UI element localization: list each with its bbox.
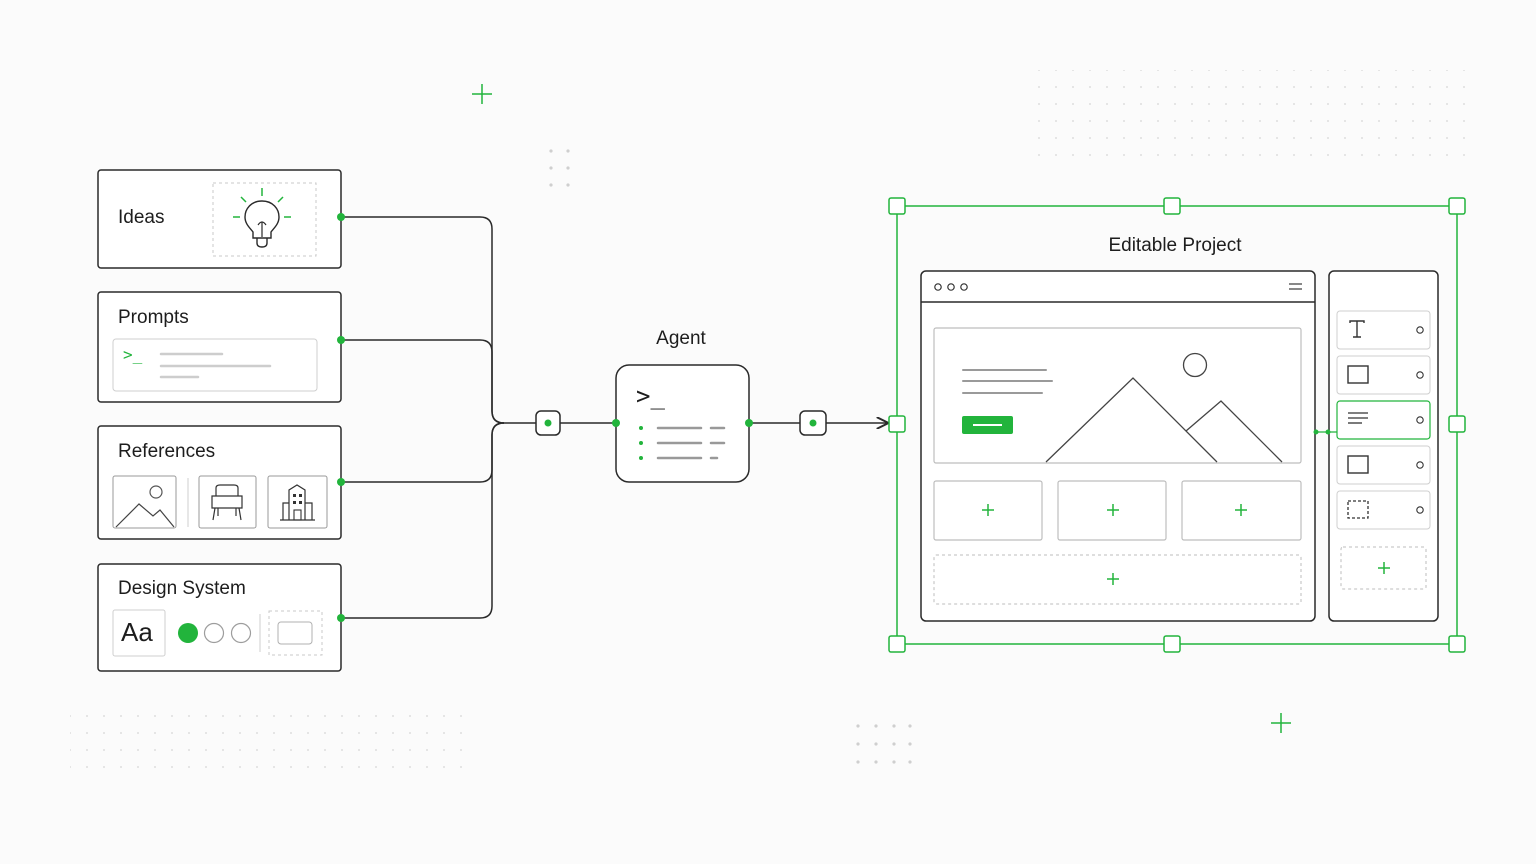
window-controls[interactable] bbox=[934, 283, 968, 291]
input-connectors bbox=[341, 216, 887, 619]
component-swatch bbox=[277, 621, 313, 645]
color-swatch-empty bbox=[230, 622, 252, 644]
tool-toggle[interactable] bbox=[1416, 461, 1424, 469]
tool-toggle[interactable] bbox=[1416, 506, 1424, 514]
color-swatch-accent bbox=[178, 623, 198, 643]
add-block-icon[interactable] bbox=[982, 504, 994, 516]
add-block-icon[interactable] bbox=[1235, 504, 1247, 516]
dot-grid-small-top bbox=[549, 149, 570, 187]
typography-swatch bbox=[112, 609, 166, 657]
building-icon bbox=[267, 475, 328, 529]
landscape-image-icon bbox=[112, 475, 177, 529]
design-system-label: Design System bbox=[118, 578, 246, 599]
tool-item-rectangle[interactable] bbox=[1336, 445, 1431, 485]
dot-grid-small-bottom bbox=[856, 724, 912, 764]
prompts-label: Prompts bbox=[118, 307, 189, 328]
tool-item-paragraph[interactable] bbox=[1336, 400, 1431, 440]
tool-item-selection[interactable] bbox=[1336, 490, 1431, 530]
agent-terminal-icon: >_ bbox=[636, 382, 665, 410]
paragraph-tool-icon bbox=[1348, 412, 1368, 424]
dot-field-top-right bbox=[1036, 70, 1466, 170]
agent-input-port[interactable] bbox=[612, 419, 620, 427]
selection-handles[interactable] bbox=[888, 197, 1466, 653]
prompt-line-placeholders bbox=[159, 352, 272, 379]
hamburger-menu-icon[interactable] bbox=[1289, 283, 1302, 290]
prompt-glyph: >_ bbox=[123, 345, 143, 364]
text-tool-icon bbox=[1349, 320, 1365, 338]
lightbulb-icon bbox=[233, 188, 291, 248]
tool-panel-link-port bbox=[1313, 429, 1319, 435]
plus-sparkle-icon bbox=[1271, 713, 1291, 733]
references-output-port[interactable] bbox=[337, 478, 345, 486]
prompts-output-port[interactable] bbox=[337, 336, 345, 344]
tool-toggle[interactable] bbox=[1416, 371, 1424, 379]
output-node-dot bbox=[809, 419, 817, 427]
dashed-selection-icon bbox=[1347, 500, 1369, 519]
dot-field-bottom-left bbox=[70, 700, 470, 770]
add-tool-icon[interactable] bbox=[1378, 562, 1390, 574]
agent-output-lines bbox=[639, 426, 726, 460]
armchair-icon bbox=[198, 475, 257, 529]
agent-title: Agent bbox=[656, 328, 706, 349]
project-title: Editable Project bbox=[1108, 235, 1242, 256]
add-section-icon[interactable] bbox=[1107, 573, 1119, 585]
typography-sample: Aa bbox=[121, 617, 153, 647]
rectangle-tool-icon bbox=[1347, 365, 1369, 384]
plus-sparkle-icon bbox=[472, 84, 492, 104]
ideas-output-port[interactable] bbox=[337, 213, 345, 221]
hero-text-lines bbox=[962, 369, 1053, 394]
tool-toggle[interactable] bbox=[1416, 326, 1424, 334]
tool-toggle[interactable] bbox=[1416, 416, 1424, 424]
hero-section[interactable] bbox=[933, 327, 1302, 464]
design-system-output-port[interactable] bbox=[337, 614, 345, 622]
mountain-image-icon bbox=[1045, 352, 1283, 463]
tool-item-rectangle[interactable] bbox=[1336, 355, 1431, 395]
ideas-image-frame bbox=[212, 182, 317, 257]
ideas-label: Ideas bbox=[118, 207, 165, 228]
color-swatch-empty bbox=[203, 622, 225, 644]
merge-node-dot bbox=[544, 419, 552, 427]
component-swatch-frame bbox=[268, 610, 323, 656]
rectangle-tool-icon bbox=[1347, 455, 1369, 474]
references-label: References bbox=[118, 441, 216, 462]
tool-item-text[interactable] bbox=[1336, 310, 1431, 350]
add-block-icon[interactable] bbox=[1107, 504, 1119, 516]
tool-panel-link-port bbox=[1325, 429, 1331, 435]
agent-output-port[interactable] bbox=[745, 419, 753, 427]
